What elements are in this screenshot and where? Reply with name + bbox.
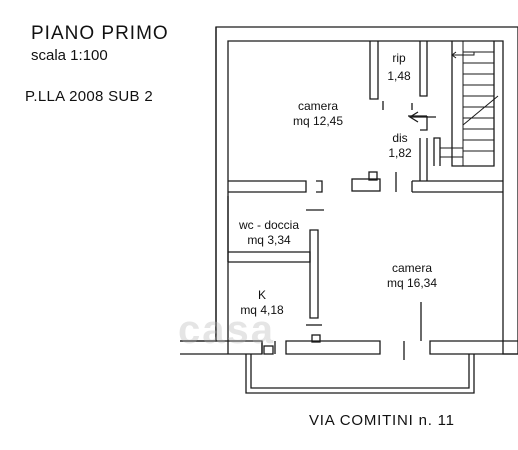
wall-k-right	[309, 229, 319, 319]
plan-title: PIANO PRIMO	[31, 23, 169, 44]
room-dis-name: dis	[392, 131, 408, 145]
plan-scale: scala 1:100	[31, 47, 108, 64]
room-dis-area: 1,82	[388, 146, 412, 160]
staircase	[451, 41, 495, 167]
door-stub-bottom-left	[263, 345, 274, 355]
room-camera-1: camera mq 12,45	[278, 99, 358, 129]
room-wc-doccia: wc - doccia mq 3,34	[230, 218, 308, 248]
room-camera-1-area: mq 12,45	[292, 114, 344, 128]
room-camera-1-name: camera	[297, 99, 338, 113]
room-camera-2-area: mq 16,34	[386, 276, 438, 290]
entry-arrow	[408, 111, 436, 123]
bottom-wall-right	[429, 340, 518, 355]
room-wc-name: wc - doccia	[238, 218, 300, 232]
bottom-wall-mid	[285, 340, 381, 355]
right-wall-bottom	[502, 341, 518, 355]
room-camera-2-name: camera	[391, 261, 432, 275]
balcony	[245, 354, 475, 394]
room-k-area: mq 4,18	[240, 303, 284, 317]
room-rip-area: 1,48	[387, 69, 411, 83]
room-camera-2: camera mq 16,34	[372, 261, 452, 291]
door-stub-k	[311, 334, 321, 343]
wall-camera1-bottom	[228, 180, 307, 193]
room-wc-area: mq 3,34	[247, 233, 291, 247]
watermark: casa	[178, 308, 275, 352]
room-rip-name: rip	[392, 51, 406, 65]
room-k-name: K	[257, 288, 266, 302]
room-dis: dis 1,82	[383, 131, 417, 161]
wall-rip-right	[419, 41, 428, 97]
street-address: VIA COMITINI n. 11	[309, 412, 455, 429]
wall-rip-left	[369, 41, 379, 100]
room-rip: rip 1,48	[384, 51, 414, 84]
room-k: K mq 4,18	[232, 288, 292, 318]
wall-wc-bottom	[228, 251, 311, 263]
parcel-id: P.LLA 2008 SUB 2	[25, 88, 153, 105]
